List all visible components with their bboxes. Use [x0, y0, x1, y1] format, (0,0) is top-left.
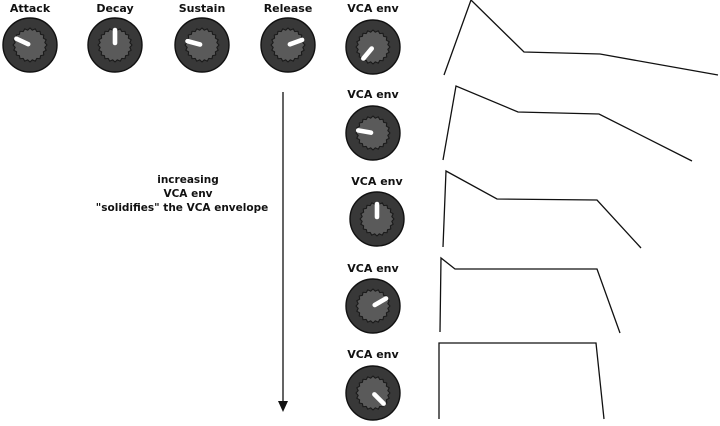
vca-env-knob-2[interactable] — [345, 105, 401, 161]
annotation-line-3: "solidifies" the VCA envelope — [96, 202, 268, 214]
annotation-line-2: VCA env — [163, 188, 212, 200]
knob-pointer — [355, 128, 374, 135]
knob-pointer — [287, 37, 305, 47]
attack-knob[interactable] — [2, 17, 58, 73]
vca-env-label-4: VCA env — [347, 262, 399, 275]
envelope-curve-5 — [438, 342, 605, 420]
vca-env-knob-1[interactable] — [345, 19, 401, 75]
vca-env-label-2: VCA env — [347, 88, 399, 101]
envelope-curve-1 — [443, 0, 719, 76]
vca-env-label-3: VCA env — [351, 175, 403, 188]
release-label: Release — [264, 2, 313, 15]
attack-label: Attack — [10, 2, 51, 15]
envelope-curve-2 — [442, 85, 693, 162]
knob-pointer — [14, 36, 31, 47]
vca-env-label-1: VCA env — [347, 2, 399, 15]
knob-pointer — [361, 46, 375, 61]
decay-knob[interactable] — [87, 17, 143, 73]
decay-label: Decay — [96, 2, 133, 15]
sustain-label: Sustain — [179, 2, 226, 15]
increase-arrow-head — [278, 401, 288, 412]
envelope-curve-4 — [439, 256, 621, 334]
envelope-curve-3 — [442, 169, 642, 249]
knob-pointer — [372, 296, 389, 308]
annotation-line-1: increasing — [157, 174, 219, 186]
vca-env-knob-3[interactable] — [349, 191, 405, 247]
vca-env-knob-5[interactable] — [345, 365, 401, 421]
sustain-knob[interactable] — [174, 17, 230, 73]
knob-pointer — [185, 38, 203, 47]
knob-pointer — [372, 392, 386, 406]
vca-env-label-5: VCA env — [347, 348, 399, 361]
vca-env-knob-4[interactable] — [345, 278, 401, 334]
release-knob[interactable] — [260, 17, 316, 73]
